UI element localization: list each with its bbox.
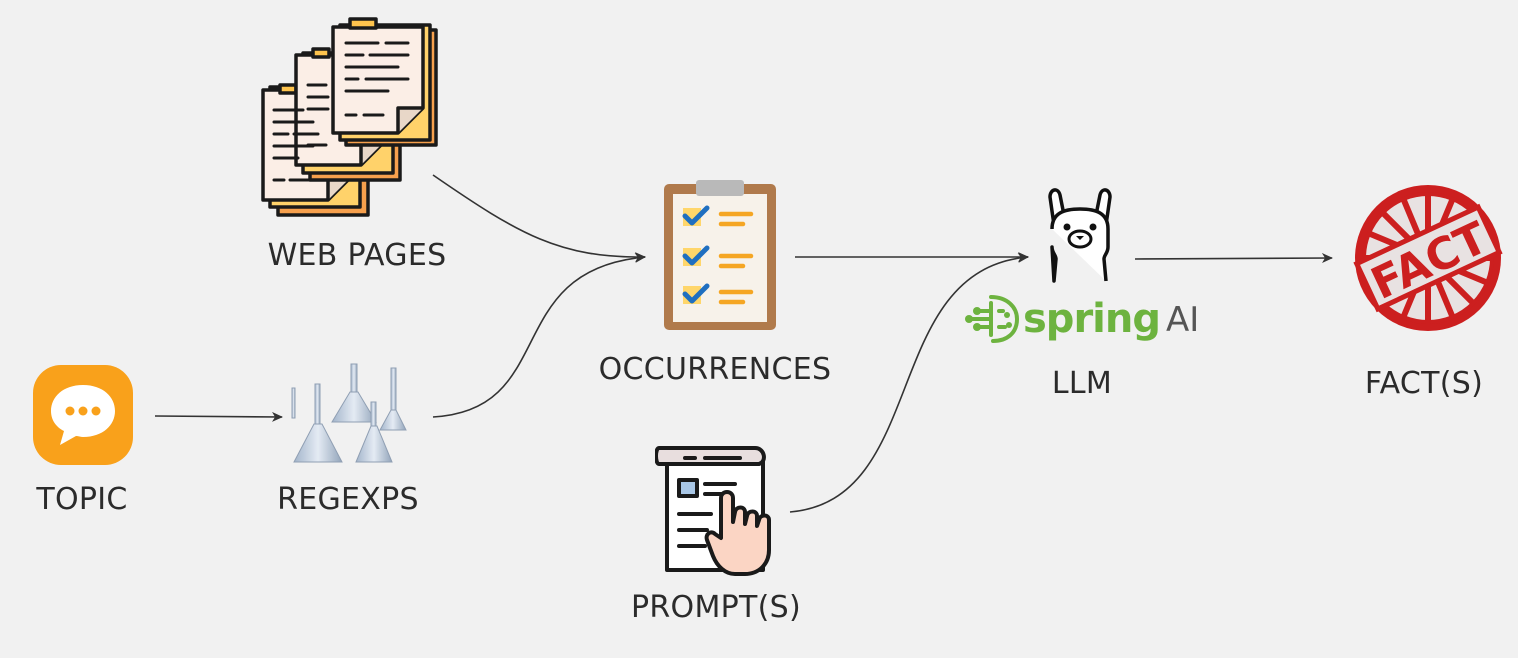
llm-label: LLM	[1051, 366, 1113, 401]
arrow-topic-to-regexps	[154, 411, 283, 422]
spring-ai-logo: spring AI	[963, 293, 1199, 345]
arrow-prompts-to-llm	[789, 252, 1029, 513]
ai-brand-text: AI	[1166, 300, 1200, 340]
document-touch-icon	[654, 442, 790, 584]
web-pages-label: WEB PAGES	[267, 238, 447, 273]
documents-stack-icon	[258, 15, 443, 224]
arrow-llm-to-facts	[1134, 253, 1333, 264]
llama-icon	[1040, 185, 1120, 289]
chat-bubble-icon	[33, 365, 133, 469]
topic-label: TOPIC	[36, 482, 128, 517]
regexps-label: REGEXPS	[277, 482, 419, 517]
spring-brand-text: spring	[1023, 296, 1161, 342]
prompts-label: PROMPT(S)	[631, 590, 801, 625]
spring-leaf-icon	[965, 295, 1020, 343]
occurrences-label: OCCURRENCES	[598, 352, 832, 387]
arrow-webpages-to-occurrences	[432, 174, 646, 263]
facts-label: FACT(S)	[1364, 366, 1484, 401]
fact-stamp-icon: FACT	[1353, 183, 1503, 337]
arrow-regexps-to-occurrences	[432, 252, 646, 418]
funnels-icon	[288, 362, 418, 471]
clipboard-checklist-icon	[663, 180, 778, 336]
